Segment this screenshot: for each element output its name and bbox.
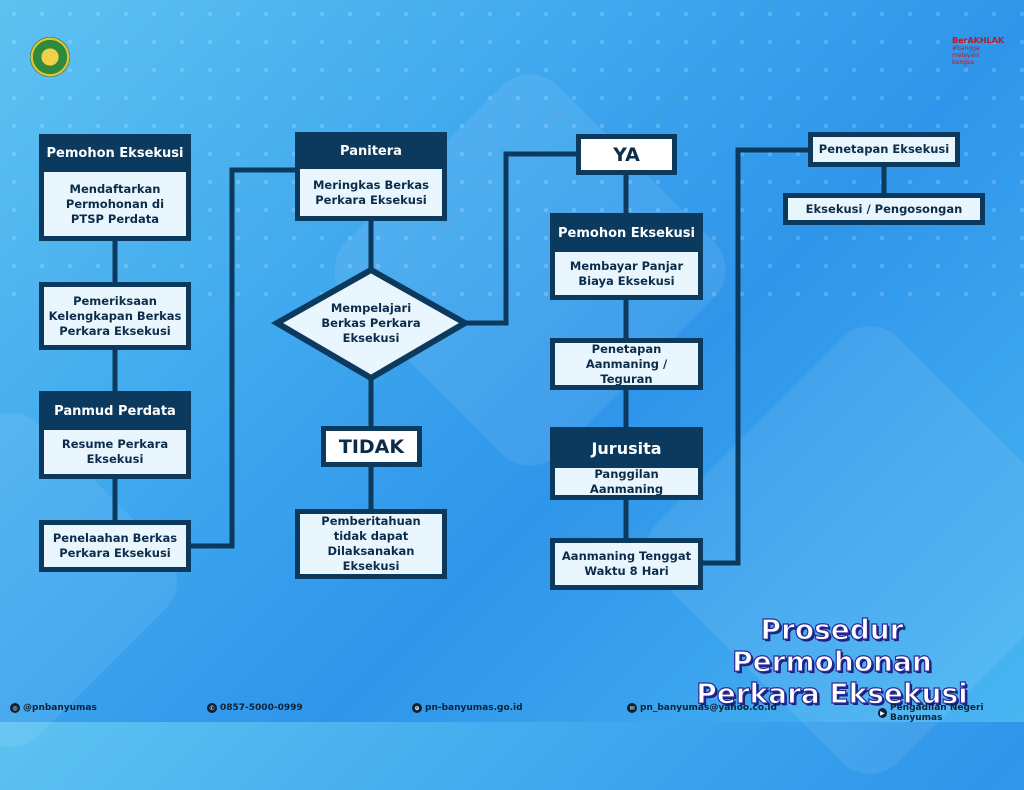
step-daftar: Mendaftarkan Permohonan di PTSP Perdata bbox=[39, 169, 191, 241]
step-panjar-label: Membayar Panjar Biaya Eksekusi bbox=[555, 252, 698, 295]
decision-label: Mempelajari Berkas Perkara Eksekusi bbox=[321, 301, 421, 345]
berakhlak-text: BerAKHLAK bbox=[952, 36, 1005, 45]
pemohon-header-1: Pemohon Eksekusi bbox=[39, 134, 191, 173]
jurusita-header-label: Jurusita bbox=[591, 438, 662, 458]
footer-youtube[interactable]: ▶ Pengadilan Negeri Banyumas bbox=[878, 703, 1024, 723]
tidak-label: TIDAK bbox=[338, 435, 405, 458]
court-logo bbox=[30, 37, 70, 77]
panitera-header-label: Panitera bbox=[340, 143, 402, 159]
footer-email[interactable]: ✉ pn_banyumas@yahoo.co.id bbox=[627, 703, 777, 713]
instagram-icon: ◎ bbox=[10, 703, 20, 713]
footer-instagram[interactable]: ◎ @pnbanyumas bbox=[10, 703, 97, 713]
step-pemberitahuan-label: Pemberitahuan tidak dapat Dilaksanakan E… bbox=[300, 514, 442, 574]
step-periksa: Pemeriksaan Kelengkapan Berkas Perkara E… bbox=[39, 282, 191, 350]
footer-phone[interactable]: ✆ 0857-5000-0999 bbox=[207, 703, 303, 713]
step-pemberitahuan: Pemberitahuan tidak dapat Dilaksanakan E… bbox=[295, 509, 447, 579]
step-pengosongan: Eksekusi / Pengosongan bbox=[783, 193, 985, 225]
title-line-1: Prosedur Permohonan bbox=[732, 613, 933, 678]
youtube-text: Pengadilan Negeri Banyumas bbox=[889, 703, 984, 723]
title-line-2: Perkara Eksekusi bbox=[696, 677, 969, 710]
step-aanmaning: Penetapan Aanmaning / Teguran bbox=[550, 338, 703, 390]
whatsapp-icon: ✆ bbox=[207, 703, 217, 713]
jurusita-header: Jurusita bbox=[550, 427, 703, 469]
pemohon-header-2: Pemohon Eksekusi bbox=[550, 213, 703, 253]
page-title: Prosedur Permohonan Perkara Eksekusi bbox=[662, 613, 1002, 710]
step-resume: Resume Perkara Eksekusi bbox=[39, 427, 191, 479]
phone-text: 0857-5000-0999 bbox=[220, 703, 303, 713]
berakhlak-badge: BerAKHLAK #bangga melayani bangsa bbox=[952, 36, 1005, 72]
step-penelaahan: Penelaahan Berkas Perkara Eksekusi bbox=[39, 520, 191, 572]
step-aanmaning-label: Penetapan Aanmaning / Teguran bbox=[555, 342, 698, 386]
panmud-header: Panmud Perdata bbox=[39, 391, 191, 431]
globe-icon: ⊕ bbox=[412, 703, 422, 713]
step-tenggat-label: Aanmaning Tenggat Waktu 8 Hari bbox=[555, 543, 698, 585]
connector-lines bbox=[112, 147, 887, 566]
step-ringkas: Meringkas Berkas Perkara Eksekusi bbox=[295, 166, 447, 221]
ya-label-box: YA bbox=[576, 134, 677, 175]
step-penetapan-label: Penetapan Eksekusi bbox=[813, 137, 955, 162]
step-panggilan: Panggilan Aanmaning bbox=[550, 465, 703, 500]
step-periksa-label: Pemeriksaan Kelengkapan Berkas Perkara E… bbox=[44, 287, 186, 345]
step-penelaahan-label: Penelaahan Berkas Perkara Eksekusi bbox=[44, 525, 186, 567]
pemohon-header-2-label: Pemohon Eksekusi bbox=[558, 225, 695, 241]
panitera-header: Panitera bbox=[295, 132, 447, 170]
step-penetapan: Penetapan Eksekusi bbox=[808, 132, 960, 167]
step-tenggat: Aanmaning Tenggat Waktu 8 Hari bbox=[550, 538, 703, 590]
step-panjar: Membayar Panjar Biaya Eksekusi bbox=[550, 249, 703, 300]
step-pengosongan-label: Eksekusi / Pengosongan bbox=[788, 198, 980, 220]
step-resume-label: Resume Perkara Eksekusi bbox=[44, 430, 186, 474]
tidak-label-box: TIDAK bbox=[321, 426, 422, 467]
bangga-text: #bangga melayani bangsa bbox=[952, 45, 980, 66]
website-text: pn-banyumas.go.id bbox=[425, 703, 523, 713]
step-ringkas-label: Meringkas Berkas Perkara Eksekusi bbox=[300, 169, 442, 216]
footer-website[interactable]: ⊕ pn-banyumas.go.id bbox=[412, 703, 523, 713]
youtube-icon: ▶ bbox=[878, 708, 887, 718]
email-text: pn_banyumas@yahoo.co.id bbox=[640, 703, 777, 713]
email-icon: ✉ bbox=[627, 703, 637, 713]
ya-label: YA bbox=[613, 143, 640, 166]
pemohon-header-1-label: Pemohon Eksekusi bbox=[46, 146, 184, 161]
step-daftar-label: Mendaftarkan Permohonan di PTSP Perdata bbox=[44, 172, 186, 236]
step-panggilan-label: Panggilan Aanmaning bbox=[555, 467, 698, 496]
panmud-header-label: Panmud Perdata bbox=[54, 403, 176, 419]
decision-diamond bbox=[270, 266, 472, 382]
instagram-text: @pnbanyumas bbox=[23, 703, 97, 713]
